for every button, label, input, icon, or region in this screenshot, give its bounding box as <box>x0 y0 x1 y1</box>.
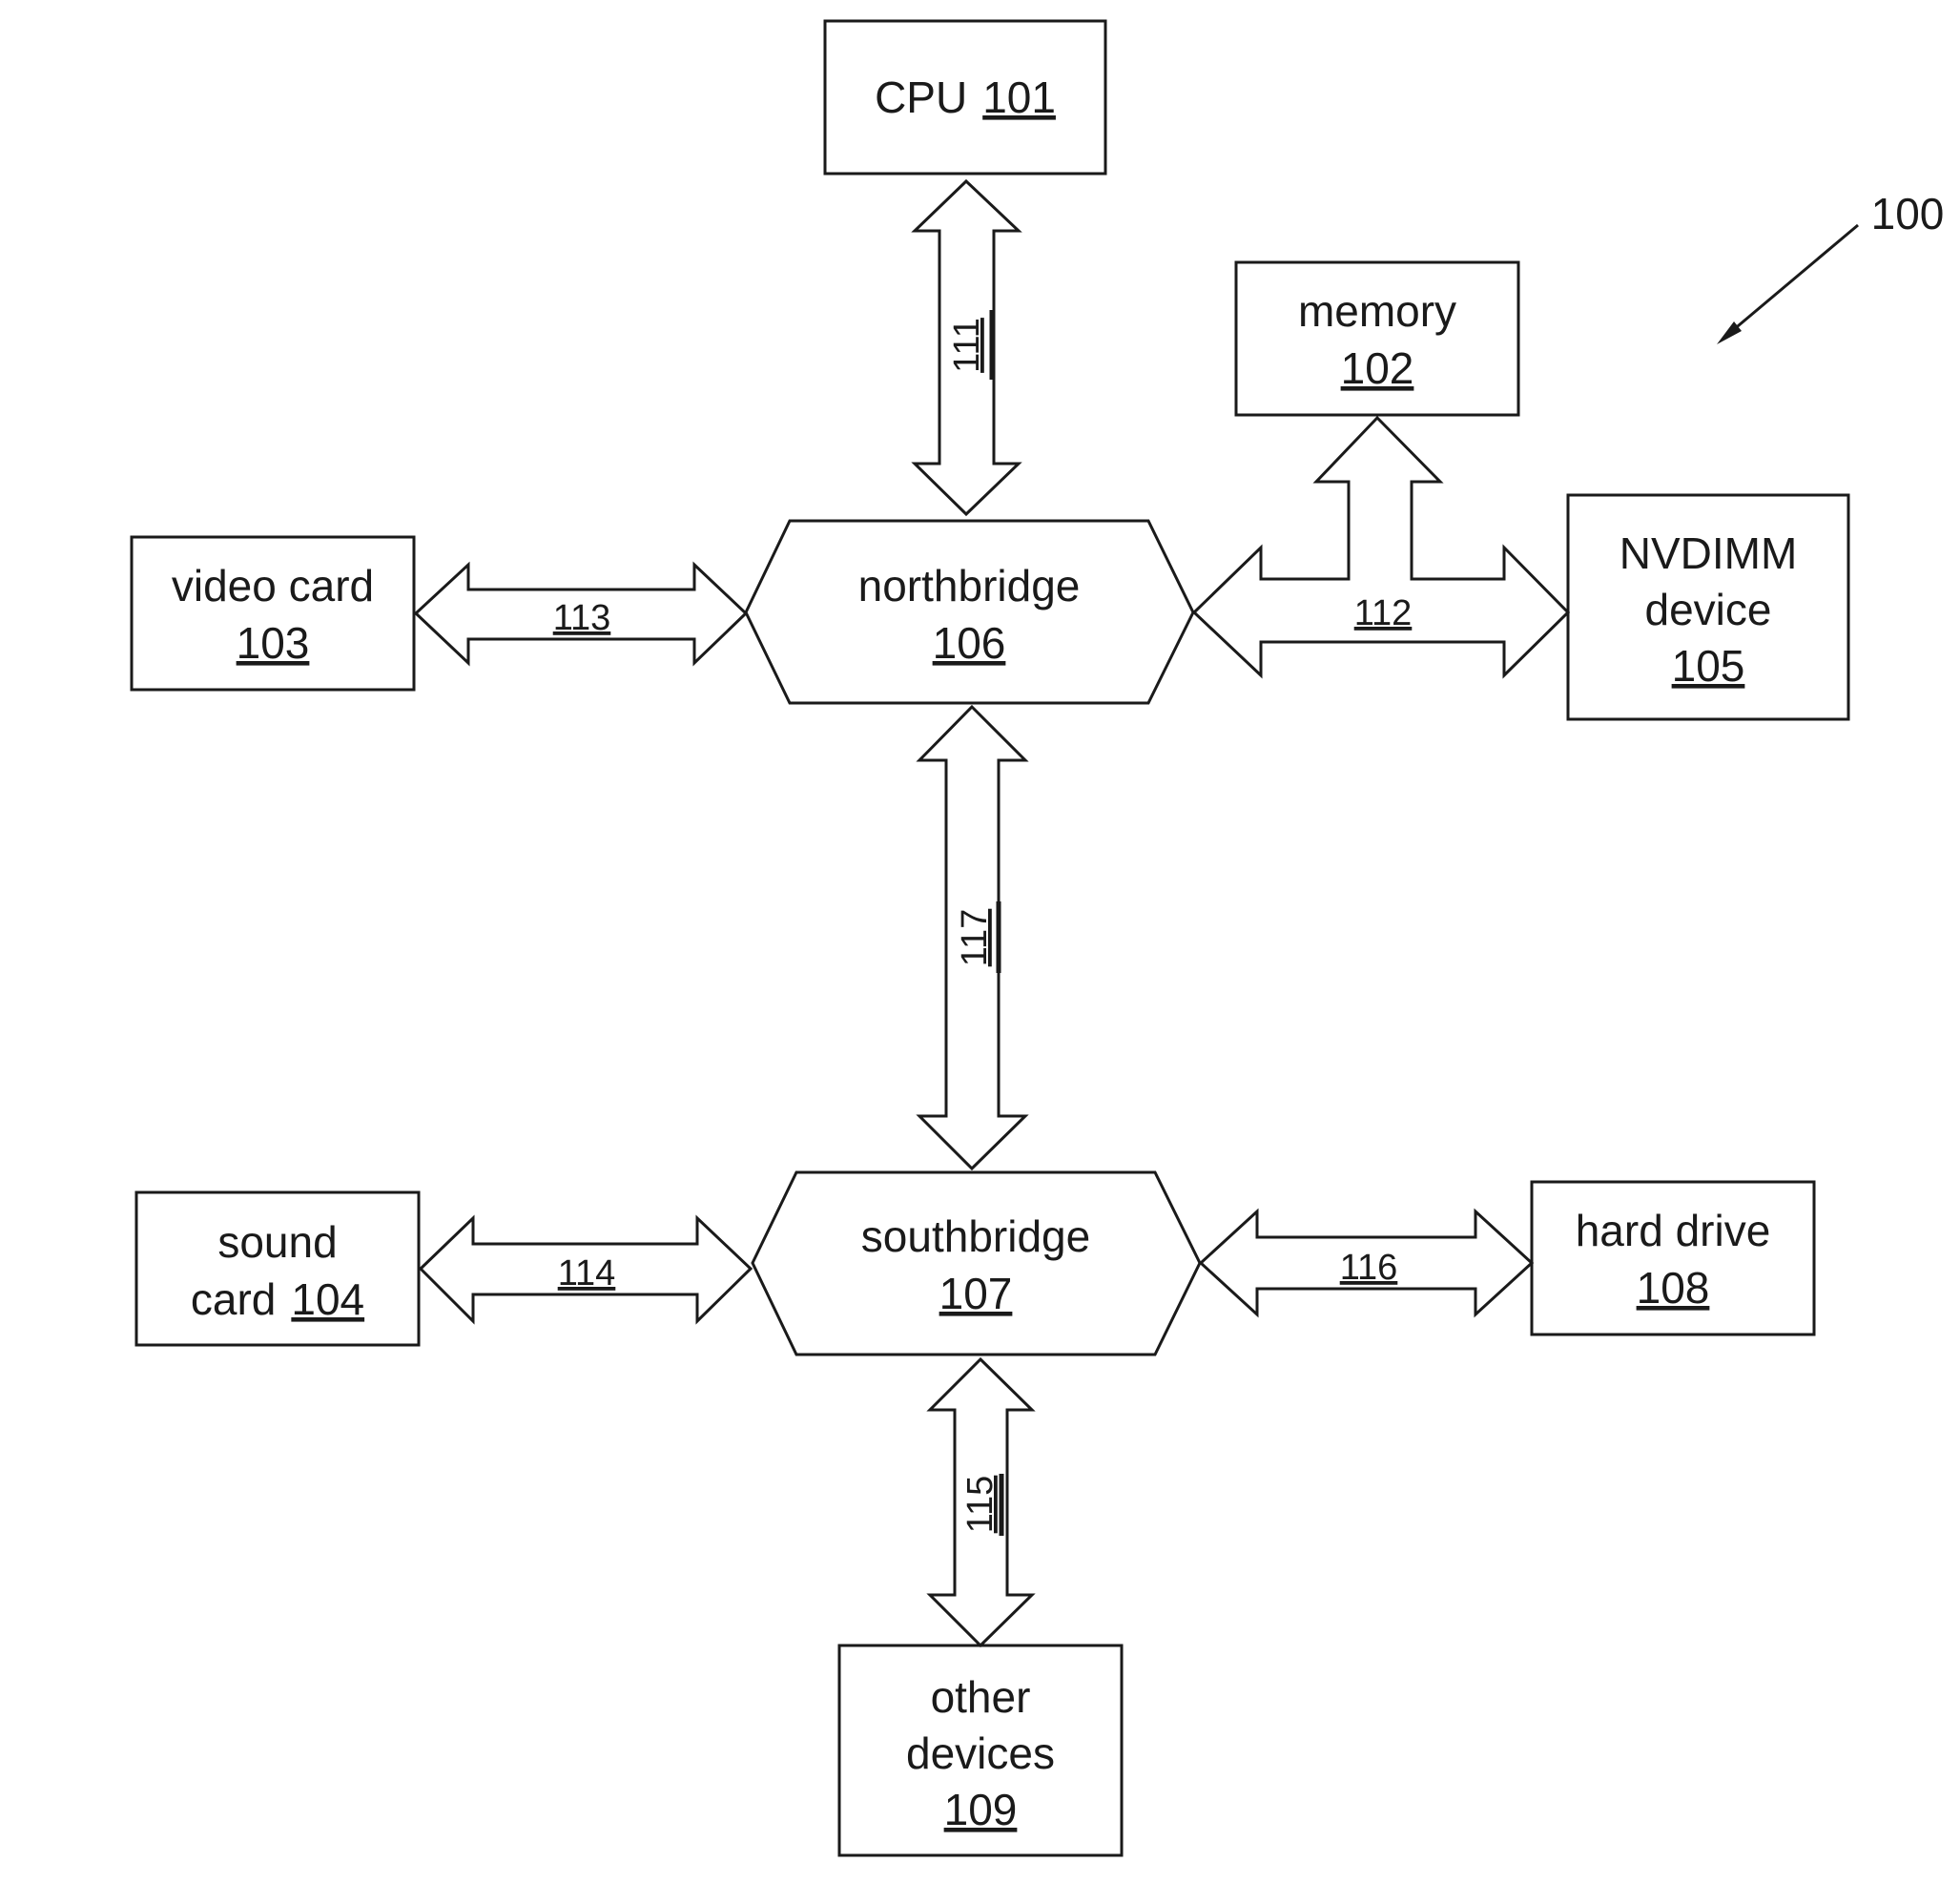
bus-114-arrow: 114 <box>421 1218 751 1321</box>
hard-drive-node: hard drive 108 <box>1532 1182 1814 1335</box>
bus-111-label: 111 <box>947 318 987 373</box>
cpu-number: 101 <box>982 72 1056 122</box>
northbridge-label: northbridge <box>858 561 1081 610</box>
video-card-number: 103 <box>237 618 310 668</box>
other-devices-number: 109 <box>944 1785 1018 1834</box>
nvdimm-number: 105 <box>1672 641 1745 691</box>
video-card-label: video card <box>172 561 374 610</box>
figure-ref-leader-line <box>1726 225 1858 336</box>
bus-117-arrow: 117 <box>919 707 1025 1169</box>
bus-113-arrow: 113 <box>416 565 746 663</box>
northbridge-node: northbridge 106 <box>746 521 1193 703</box>
cpu-node: CPU 101 <box>825 21 1105 174</box>
hard-drive-label: hard drive <box>1576 1206 1771 1255</box>
southbridge-number: 107 <box>939 1269 1013 1318</box>
southbridge-label: southbridge <box>861 1211 1090 1261</box>
sound-card-number: 104 <box>291 1274 364 1324</box>
nvdimm-label-line-2: device <box>1645 585 1772 634</box>
bus-116-arrow: 116 <box>1201 1211 1532 1314</box>
bus-116-label: 116 <box>1340 1248 1398 1288</box>
sound-card-label-line-2: card <box>191 1274 276 1324</box>
memory-node: memory 102 <box>1236 262 1518 415</box>
video-card-node: video card 103 <box>132 537 414 690</box>
svg-text:CPU 101: CPU 101 <box>875 72 1056 122</box>
bus-115-arrow: 115 <box>930 1359 1032 1645</box>
sound-card-label-line-1: sound <box>217 1217 337 1267</box>
southbridge-node: southbridge 107 <box>753 1172 1200 1355</box>
nvdimm-node: NVDIMM device 105 <box>1568 495 1848 719</box>
bus-112-arrow: 112 <box>1194 418 1568 675</box>
bus-112-label: 112 <box>1354 593 1413 633</box>
bus-115-label: 115 <box>960 1476 1001 1534</box>
memory-label: memory <box>1298 286 1456 336</box>
other-devices-node: other devices 109 <box>839 1645 1122 1855</box>
other-devices-label-line-1: other <box>931 1672 1031 1722</box>
bus-117-label: 117 <box>955 909 995 967</box>
bus-114-label: 114 <box>558 1253 616 1293</box>
sound-card-node: sound card 104 <box>136 1192 419 1345</box>
bus-111-arrow: 111 <box>915 181 1019 514</box>
hard-drive-number: 108 <box>1637 1263 1710 1313</box>
cpu-label: CPU <box>875 72 967 122</box>
other-devices-label-line-2: devices <box>906 1728 1055 1778</box>
bus-113-label: 113 <box>553 598 611 638</box>
figure-ref-label: 100 <box>1871 189 1945 238</box>
nvdimm-label-line-1: NVDIMM <box>1620 528 1798 578</box>
northbridge-number: 106 <box>933 618 1006 668</box>
memory-number: 102 <box>1341 343 1414 393</box>
